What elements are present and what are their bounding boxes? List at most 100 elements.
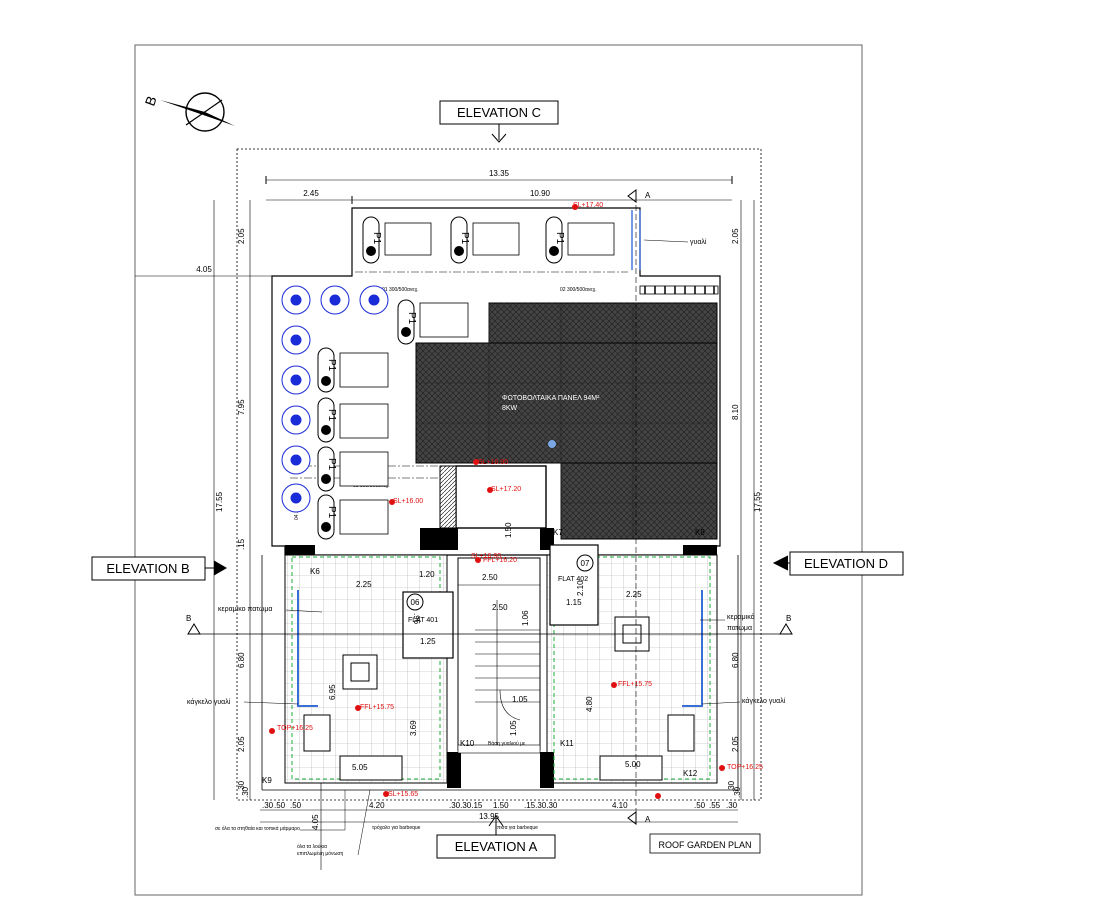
note-bbq-1: τρόχαλο για barbeque	[372, 824, 421, 831]
left-dimensions: 2.05 7.95 .15 6.80 2.05 .30 .30 17.55	[213, 200, 251, 800]
railing-left-label: κάγκελο γυαλί	[187, 698, 231, 706]
dim-inner-2-25-left: 2.25	[356, 580, 372, 589]
section-line-a: A A	[627, 189, 651, 825]
dim-left-7-95: 7.95	[237, 399, 246, 415]
north-arrow: B	[141, 92, 235, 132]
k11-label: K11	[560, 739, 574, 748]
dim-bottom-4-20: 4.20	[369, 801, 385, 810]
svg-text:P1: P1	[459, 232, 470, 245]
glass-top-label: γυαλί	[690, 238, 707, 246]
dim-left-2-05: 2.05	[237, 228, 246, 244]
level-sl-top: SL+17.40	[573, 202, 603, 209]
section-a-bottom: A	[645, 815, 651, 824]
dim-right-6-80: 6.80	[731, 652, 740, 668]
dim-left-30a: .30	[237, 780, 246, 792]
section-line-b: B B	[186, 614, 793, 635]
pipe-01: 01 300/500ανεχ.	[382, 287, 419, 293]
t4-label: T4	[422, 533, 432, 542]
dim-bottom-30: .30	[262, 801, 274, 810]
svg-text:P1: P1	[326, 458, 337, 471]
dim-left-17-55: 17.55	[215, 491, 224, 512]
dim-bottom-50: .50	[274, 801, 286, 810]
solar-rack-strip	[639, 285, 719, 295]
p1-unit-top-3: P1	[545, 216, 565, 264]
stair-core: SL+16.90 FFL+16.20 2.50 2.50 1.50 1.06 1…	[457, 522, 541, 754]
k10-label: K10	[460, 739, 475, 748]
dim-inner-1-15: 1.15	[566, 598, 582, 607]
p1-unit-left-1: P1	[317, 347, 337, 393]
ceramic-right-label-2: πατωμα	[727, 625, 752, 632]
dim-bottom-4-05: 4.05	[311, 814, 320, 830]
k6-label: K6	[310, 567, 320, 576]
plant-4	[281, 325, 311, 355]
dim-bottom-30c: .30	[726, 801, 738, 810]
svg-text:P1: P1	[326, 359, 337, 372]
annotations: κεραμικο πατωμα κεραμικό πατωμα κάγκελο …	[187, 606, 786, 857]
pv-panel-array: ΦΩΤΟΒΟΛΤΑΙΚΑ ΠΑΝΕΛ 94Μ² 8KW	[415, 302, 718, 540]
flat-402-label: FLAT 402	[558, 576, 588, 583]
level-sl-green-1: SL+16.90	[478, 459, 508, 466]
dim-inner-1-25: 1.25	[420, 637, 436, 646]
top-dimensions: 13.35 2.45 10.90 4.05	[135, 169, 733, 277]
sheet-border	[134, 44, 863, 896]
tag-06: 06	[411, 598, 420, 607]
dim-inner-3-69: 3.69	[409, 720, 418, 736]
p1-unit-top-1: P1	[362, 216, 382, 264]
dim-inner-96: .96	[412, 613, 421, 625]
level-ffl-left: FFL+15.75	[360, 704, 394, 711]
section-a-top: A	[645, 191, 651, 200]
flat-401-label: FLAT 401	[408, 617, 438, 624]
dim-inner-2-10: 2.10	[576, 580, 585, 596]
glass-railing-top	[631, 210, 641, 270]
plant-2	[320, 285, 350, 315]
note-bbq-2: πισα για barbeque	[497, 825, 538, 831]
note-tiles: σε όλα τα στηθαία και τοπικά μάρμαρο	[215, 825, 300, 832]
plan-title-box: ROOF GARDEN PLAN	[649, 833, 761, 854]
dim-top-left: 2.45	[303, 189, 319, 198]
dim-right-2-05: 2.05	[731, 228, 740, 244]
dim-inner-1-50: 1.50	[504, 522, 513, 538]
dim-bottom-55: .55	[709, 801, 721, 810]
dim-left-2-05b: 2.05	[237, 736, 246, 752]
dim-inner-1-20: 1.20	[419, 570, 435, 579]
tag-07: 07	[581, 559, 590, 568]
level-bottom: SL+15.65	[388, 791, 418, 798]
dim-bottom-1-50: 1.50	[493, 801, 509, 810]
dim-inner-1-06: 1.06	[521, 610, 530, 626]
dim-bottom-overall: 13.95	[479, 812, 500, 821]
svg-text:P1: P1	[371, 232, 382, 245]
plant-7	[281, 445, 311, 475]
elevation-d-callout: ELEVATION D	[772, 551, 904, 576]
planters	[281, 285, 389, 513]
level-sl-17-20: SL+17.20	[491, 486, 521, 493]
dim-right-17-55: 17.55	[753, 491, 762, 512]
level-sl-green-2: SL+16.90	[471, 553, 501, 560]
elevation-b-callout: ELEVATION B	[91, 556, 227, 581]
dim-inner-1-05a: 1.05	[512, 695, 528, 704]
railing-right-label: κάγκελο γυαλί	[742, 697, 786, 705]
level-top-left: TOP+16.25	[277, 725, 313, 732]
dim-right-8-10: 8.10	[731, 404, 740, 420]
p1-unit-left-4: P1	[317, 494, 337, 540]
dim-left-15: .15	[237, 538, 246, 550]
dim-bottom-15-30-30: .15.30.30	[524, 801, 558, 810]
site-boundary	[236, 148, 762, 801]
k7-label: K7	[553, 528, 563, 537]
p1-unit-top-2: P1	[450, 216, 470, 264]
level-sl-16-00: SL+16.00	[393, 498, 423, 505]
dim-right-2-05b: 2.05	[731, 736, 740, 752]
p1-unit-left-2: P1	[317, 397, 337, 443]
elevation-d-label: ELEVATION D	[804, 556, 888, 571]
dim-bottom-50b: .50	[290, 801, 302, 810]
dim-inner-6-95: 6.95	[328, 684, 337, 700]
dim-inner-2-25-right: 2.25	[626, 590, 642, 599]
dim-inner-2-50b: 2.50	[492, 603, 508, 612]
dim-inner-1-05b: 1.05	[509, 720, 518, 736]
elevation-a-callout: ELEVATION A	[436, 815, 556, 859]
level-top-right: TOP+16.25	[727, 764, 763, 771]
section-b-right: B	[786, 614, 791, 623]
plant-8	[281, 483, 311, 513]
dim-overall-top: 13.35	[489, 169, 510, 178]
svg-text:P1: P1	[554, 232, 565, 245]
section-b-left: B	[186, 614, 191, 623]
